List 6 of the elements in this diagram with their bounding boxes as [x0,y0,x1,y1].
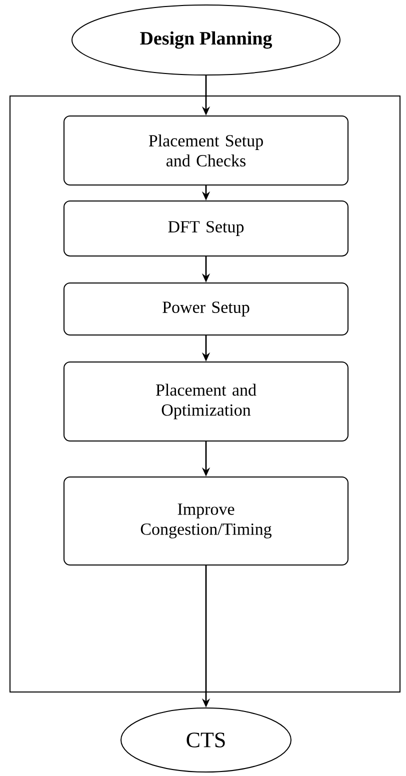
process-box: Improve Congestion/Timing [64,476,348,566]
process-box: Power Setup [64,282,348,336]
process-box: Placement Setup and Checks [64,116,348,186]
process-box: DFT Setup [64,200,348,256]
group-frame [10,96,400,692]
process-box: Placement and Optimization [64,362,348,442]
